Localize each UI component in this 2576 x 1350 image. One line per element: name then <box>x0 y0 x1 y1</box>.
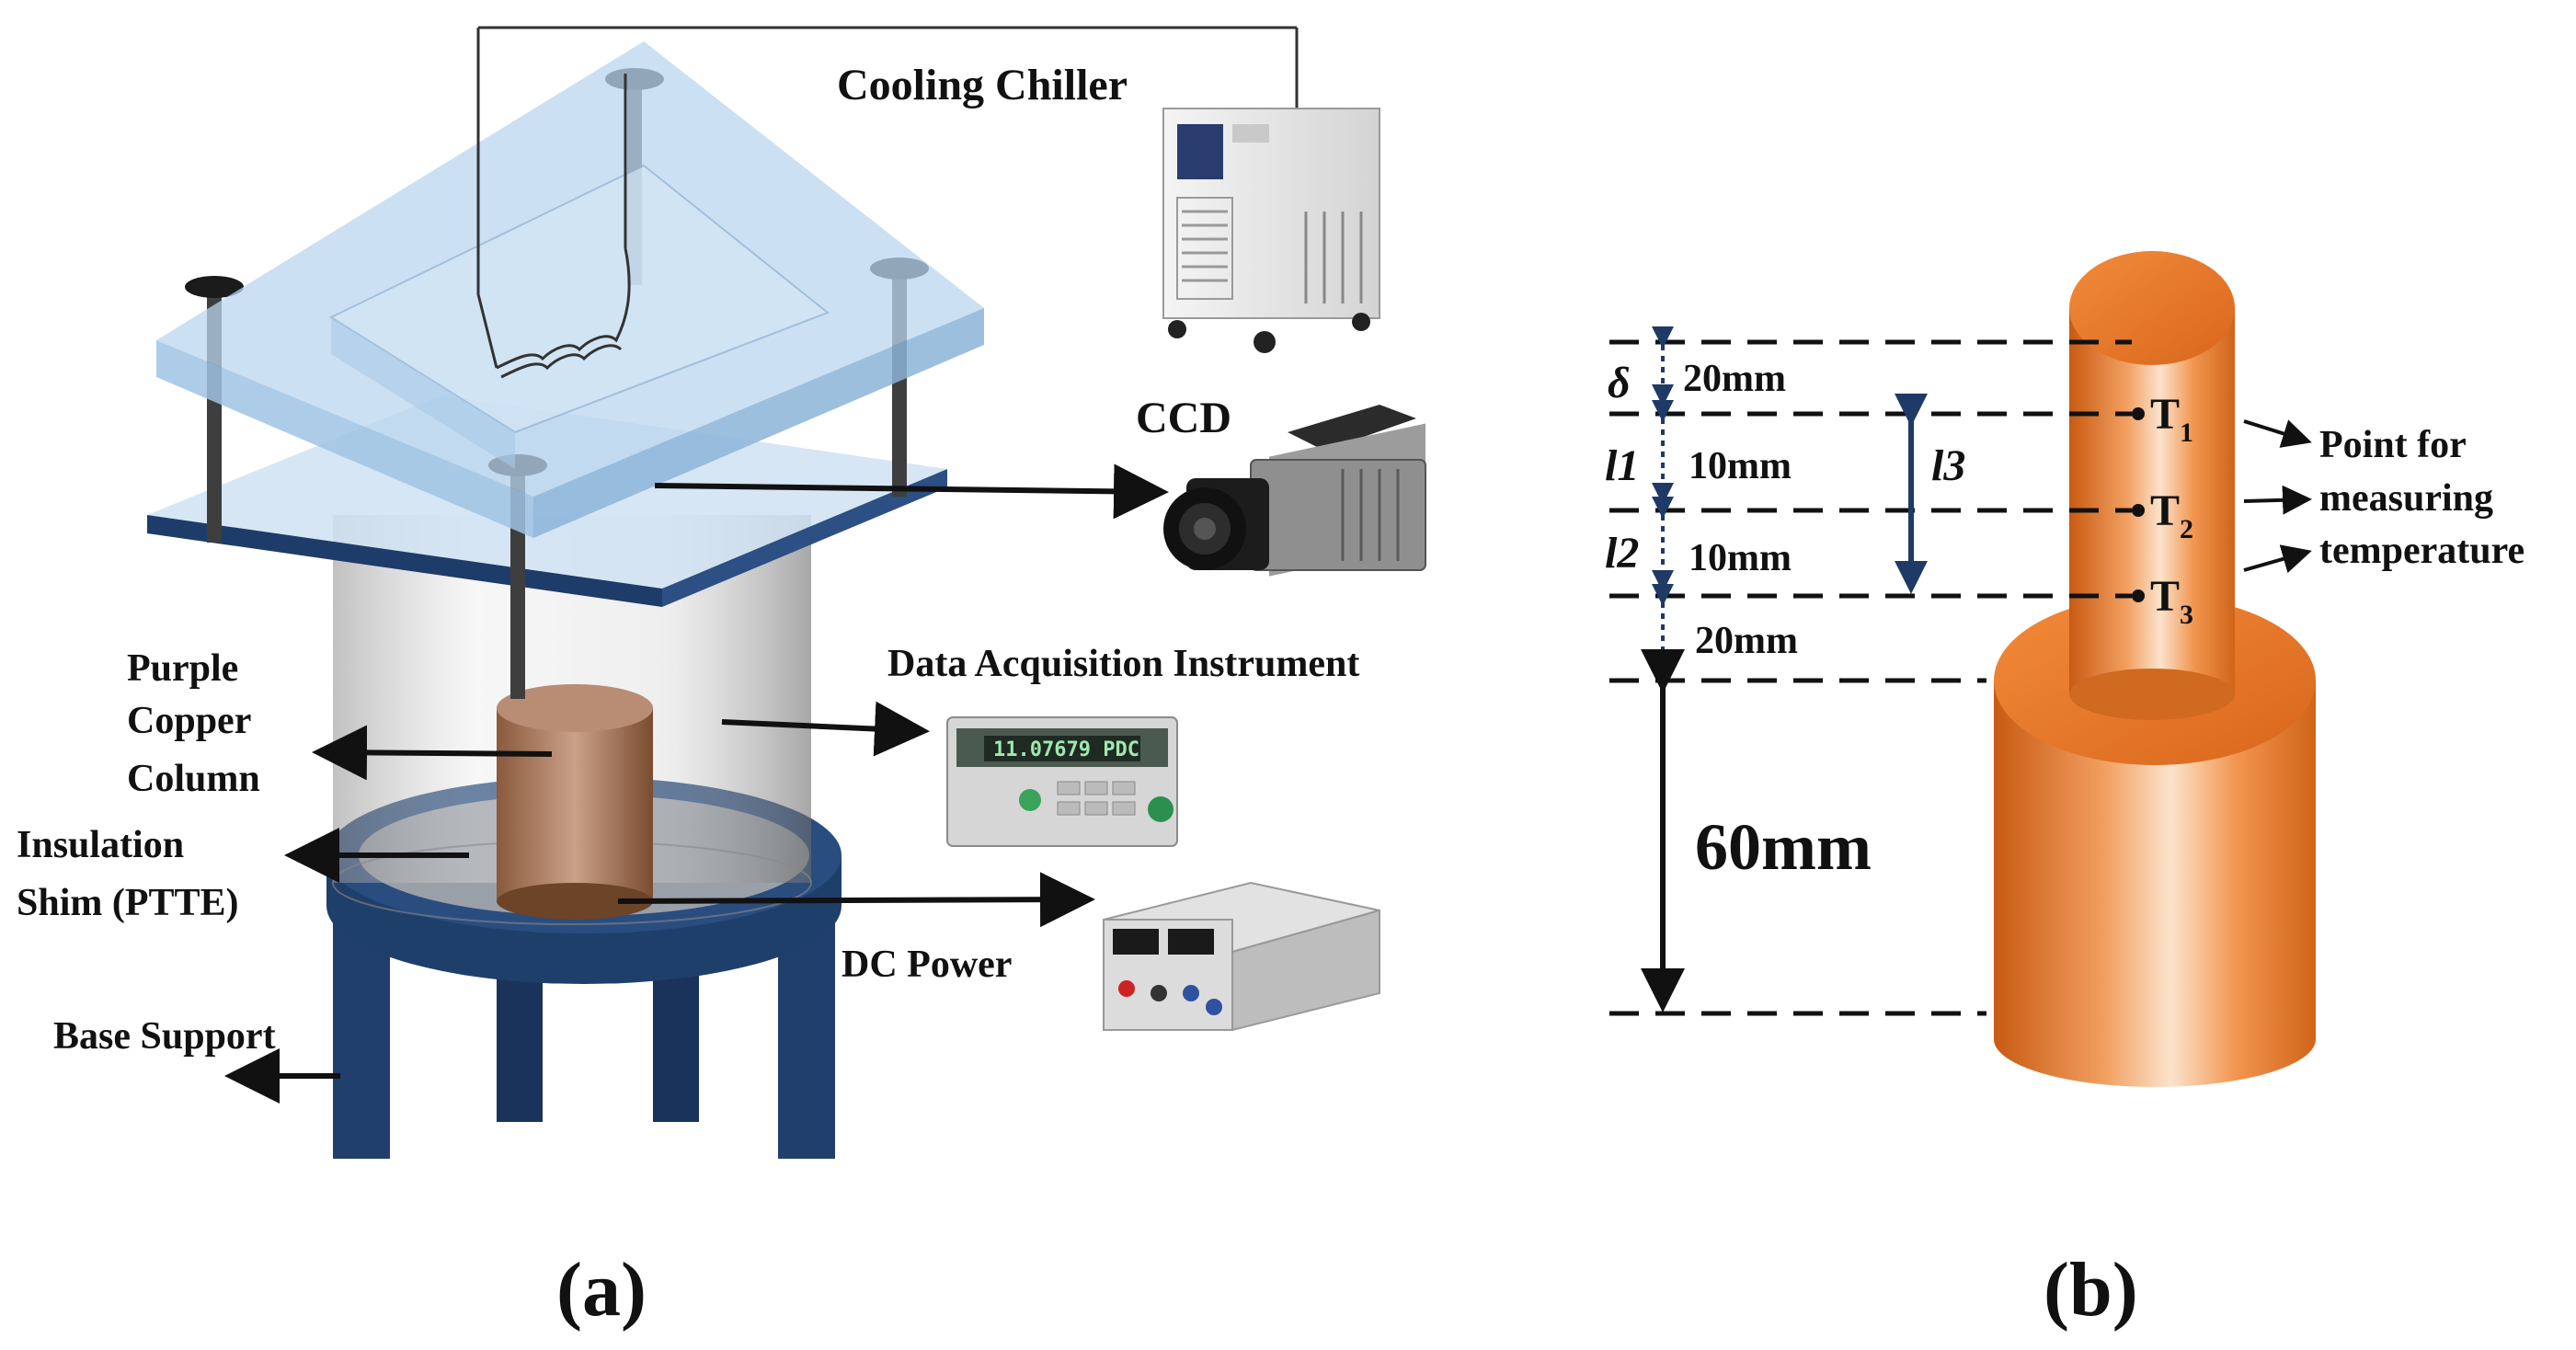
measuring-points <box>2132 407 2145 602</box>
label-t2: T2 <box>2150 486 2193 544</box>
panel-a: 11.07679 PDC <box>17 26 1426 1333</box>
data-acquisition-instrument: 11.07679 PDC <box>946 716 1178 847</box>
label-t1: T1 <box>2150 390 2193 448</box>
panel-b-label: (b) <box>2044 1247 2138 1333</box>
panel-b: T1 T2 T3 Point for measuring temperature… <box>1605 251 2524 1333</box>
note-line-2: measuring <box>2319 477 2493 520</box>
label-ccd: CCD <box>1136 394 1231 442</box>
label-t3: T3 <box>2150 572 2193 630</box>
cooling-chiller <box>1162 108 1380 353</box>
value-l2: 10mm <box>1689 537 1792 579</box>
value-gap: 20mm <box>1695 620 1798 662</box>
label-data-acquisition: Data Acquisition Instrument <box>887 643 1359 685</box>
note-line-1: Point for <box>2319 424 2467 466</box>
label-cooling-chiller: Cooling Chiller <box>837 61 1128 109</box>
note-arrows <box>2243 419 2312 574</box>
dc-power-supply <box>1103 881 1380 1032</box>
label-insulation: Insulation <box>17 824 184 866</box>
leader-arrows <box>224 463 1169 1104</box>
upper-glass-tank <box>156 41 984 538</box>
label-shim-ptte: Shim (PTTE) <box>17 882 239 924</box>
point-t1 <box>2132 407 2145 420</box>
cooling-coil <box>476 26 1299 379</box>
value-base: 60mm <box>1695 810 1872 884</box>
symbol-l3: l3 <box>1931 441 1965 490</box>
label-dc-power: DC Power <box>841 944 1012 986</box>
daq-display: 11.07679 PDC <box>993 738 1139 761</box>
note-line-3: temperature <box>2319 530 2524 572</box>
value-delta: 20mm <box>1683 358 1786 400</box>
symbol-l2: l2 <box>1605 529 1639 578</box>
point-t2 <box>2132 504 2145 517</box>
value-l1: 10mm <box>1689 445 1792 487</box>
symbol-delta: δ <box>1608 359 1631 407</box>
chiller-display <box>1177 124 1223 179</box>
label-column: Column <box>127 758 260 800</box>
label-base-support: Base Support <box>53 1015 276 1058</box>
pillar-cap <box>185 276 244 298</box>
label-purple: Purple <box>127 647 238 690</box>
copper-column <box>497 684 653 920</box>
ccd-camera <box>1163 405 1426 577</box>
label-copper: Copper <box>127 700 251 742</box>
point-t3 <box>2132 589 2145 602</box>
upper-cylinder <box>2069 251 2235 720</box>
panel-a-label: (a) <box>556 1247 647 1333</box>
symbol-l1: l1 <box>1605 441 1639 490</box>
